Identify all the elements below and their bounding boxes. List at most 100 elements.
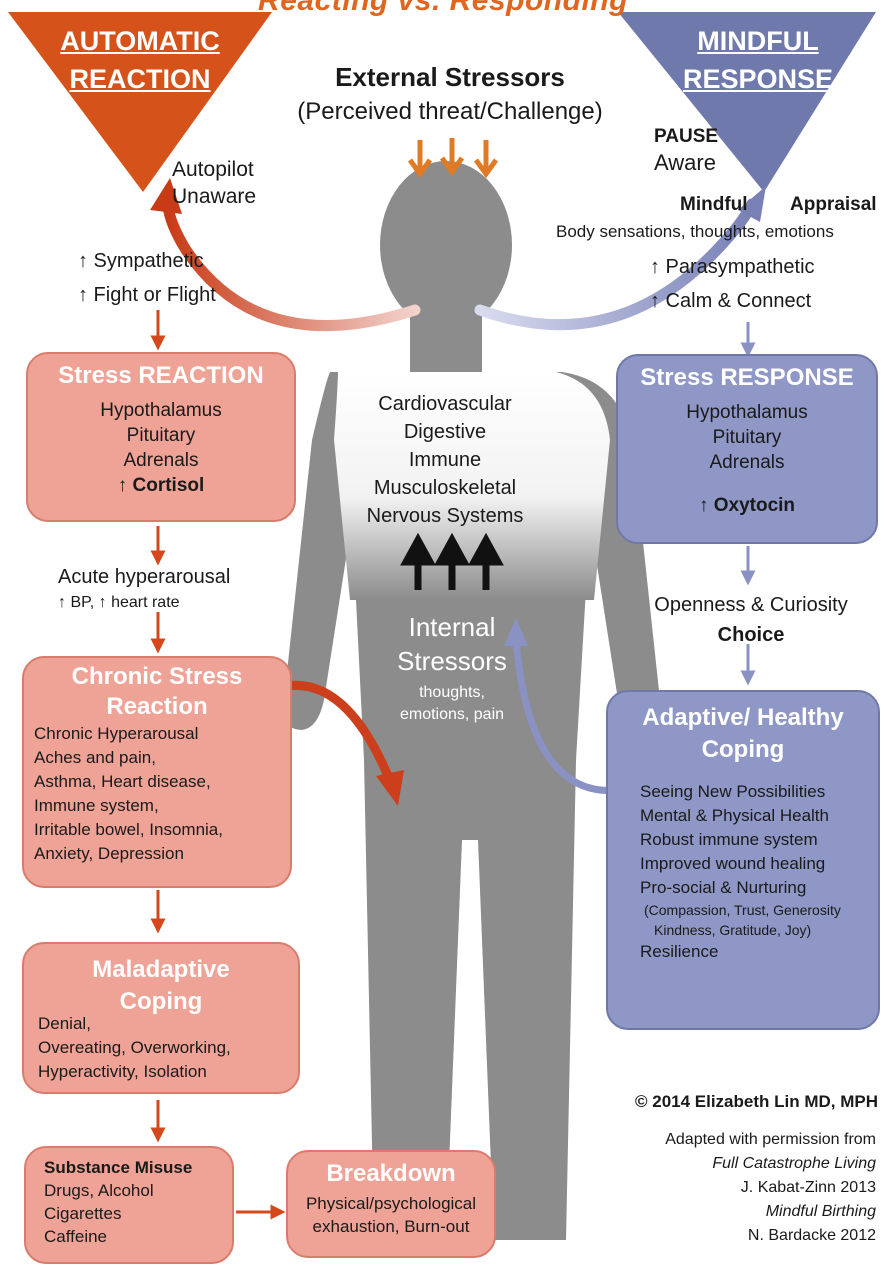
external-stressors-subtitle: (Perceived threat/Challenge) <box>297 98 603 125</box>
external-stressor-arrows <box>407 138 499 179</box>
credit-line-5: N. Bardacke 2012 <box>747 1227 876 1244</box>
reaction-hypothalamus: Hypothalamus <box>100 400 222 421</box>
mindful-label-line1: MINDFUL <box>697 26 819 56</box>
stress-reaction-box: Stress REACTION Hypothalamus Pituitary A… <box>26 352 296 522</box>
unaware-label: Unaware <box>172 185 257 208</box>
external-stressors-title: External Stressors <box>335 62 565 92</box>
adaptive-line-1: Seeing New Possibilities <box>640 782 826 801</box>
cortisol-label: ↑ Cortisol <box>117 475 205 496</box>
response-hypothalamus: Hypothalamus <box>686 402 808 423</box>
system-musculoskeletal: Musculoskeletal <box>373 477 517 499</box>
adaptive-line-2: Mental & Physical Health <box>640 806 829 825</box>
chronic-line-6: Anxiety, Depression <box>34 844 184 863</box>
automatic-label-line1: AUTOMATIC <box>60 26 220 56</box>
chronic-stress-box: Chronic Stress Reaction Chronic Hyperaro… <box>22 656 292 888</box>
sympathetic-text: ↑ Sympathetic <box>78 250 204 272</box>
adaptive-coping-box: Adaptive/ Healthy Coping Seeing New Poss… <box>606 690 880 1030</box>
response-adrenals: Adrenals <box>709 452 785 473</box>
adaptive-title-line1: Adaptive/ Healthy <box>642 704 844 731</box>
substance-misuse-title: Substance Misuse <box>44 1158 193 1177</box>
substance-line-1: Drugs, Alcohol <box>44 1181 154 1200</box>
adaptive-line-4: Improved wound healing <box>640 854 826 873</box>
reaction-pituitary: Pituitary <box>126 425 196 446</box>
substance-line-3: Caffeine <box>44 1227 108 1246</box>
body-systems-list: Cardiovascular Digestive Immune Musculos… <box>330 390 560 530</box>
reaction-adrenals: Adrenals <box>123 450 199 471</box>
breakdown-line-2: exhaustion, Burn-out <box>312 1217 470 1236</box>
reaction-sweep-arrow <box>162 200 421 332</box>
maladaptive-coping-box: Maladaptive Coping Denial, Overeating, O… <box>22 942 300 1094</box>
credit-line-3: J. Kabat-Zinn 2013 <box>740 1179 876 1196</box>
left-flow-arrows <box>150 310 286 1220</box>
parasympathetic-text: ↑ Parasympathetic <box>650 256 815 278</box>
adaptive-line-3: Robust immune system <box>640 830 818 849</box>
substance-line-2: Cigarettes <box>44 1204 122 1223</box>
response-sweep-arrow <box>474 198 758 331</box>
chronic-line-5: Irritable bowel, Insomnia, <box>34 820 223 839</box>
acute-hyperarousal-text: Acute hyperarousal <box>58 566 231 588</box>
adaptive-small-line-1: (Compassion, Trust, Generosity <box>644 902 841 918</box>
response-label-line2: RESPONSE <box>682 64 834 94</box>
chronic-line-3: Asthma, Heart disease, <box>34 772 211 791</box>
adaptive-small-line-2: Kindness, Gratitude, Joy) <box>654 922 812 938</box>
adaptive-sweep-arrowhead <box>504 618 528 646</box>
breakdown-box: Breakdown Physical/psychological exhaust… <box>286 1150 496 1258</box>
copyright-text: © 2014 Elizabeth Lin MD, MPH <box>634 1092 878 1111</box>
maladaptive-title-line1: Maladaptive <box>92 956 230 983</box>
chronic-line-2: Aches and pain, <box>34 748 156 767</box>
mindful-label: Mindful <box>680 194 748 215</box>
fight-or-flight-text: ↑ Fight or Flight <box>78 284 216 306</box>
credit-line-2: Full Catastrophe Living <box>712 1155 876 1172</box>
substance-misuse-box: Substance Misuse Drugs, Alcohol Cigarett… <box>24 1146 234 1264</box>
response-pituitary: Pituitary <box>712 427 782 448</box>
maladaptive-line-1: Denial, <box>38 1014 91 1033</box>
internal-sub-line1: thoughts, <box>419 684 485 701</box>
adaptive-sweep-arrow <box>512 636 624 795</box>
automatic-reaction-label: AUTOMATIC REACTION <box>8 22 272 98</box>
chronic-line-4: Immune system, <box>34 796 159 815</box>
adaptive-line-5: Pro-social & Nurturing <box>640 878 807 897</box>
adaptive-resilience: Resilience <box>640 942 719 961</box>
aware-label: Aware <box>654 150 716 175</box>
credit-line-1: Adapted with permission from <box>665 1131 876 1148</box>
maladaptive-title-line2: Coping <box>119 988 203 1015</box>
stress-response-title: Stress RESPONSE <box>640 364 854 391</box>
bp-heart-rate-text: ↑ BP, ↑ heart rate <box>58 594 180 611</box>
autopilot-text: Autopilot Unaware <box>172 156 256 210</box>
chronic-title-line1: Chronic Stress <box>71 663 243 690</box>
system-immune: Immune <box>408 449 482 471</box>
choice-text: Choice <box>717 624 785 646</box>
system-nervous: Nervous Systems <box>366 505 524 527</box>
internal-stressors-sub: thoughts, emotions, pain <box>372 682 532 726</box>
chronic-line-1: Chronic Hyperarousal <box>34 724 199 743</box>
page-title: Reacting vs. Responding <box>258 0 628 17</box>
stress-response-box: Stress RESPONSE Hypothalamus Pituitary A… <box>616 354 878 544</box>
internal-sub-line2: emotions, pain <box>399 706 505 723</box>
system-digestive: Digestive <box>403 421 487 443</box>
body-sensations-text: Body sensations, thoughts, emotions <box>556 222 834 241</box>
reaction-sweep-arrowhead <box>150 178 182 214</box>
reaction-label-line2: REACTION <box>69 64 211 94</box>
system-cardiovascular: Cardiovascular <box>378 393 512 415</box>
mindful-response-label: MINDFUL RESPONSE <box>640 22 876 98</box>
breakdown-title: Breakdown <box>326 1160 456 1187</box>
chronic-sweep-arrowhead <box>376 770 404 806</box>
autopilot-label: Autopilot <box>172 158 254 181</box>
calm-connect-text: ↑ Calm & Connect <box>650 290 812 312</box>
maladaptive-line-2: Overeating, Overworking, <box>38 1038 231 1057</box>
maladaptive-line-3: Hyperactivity, Isolation <box>38 1062 207 1081</box>
oxytocin-label: ↑ Oxytocin <box>698 495 796 516</box>
internal-label-line2: Stressors <box>397 646 507 676</box>
torso-highlight <box>334 372 610 600</box>
stress-reaction-title: Stress REACTION <box>58 362 264 389</box>
openness-curiosity-text: Openness & Curiosity <box>654 594 848 616</box>
response-sweep-arrowhead <box>738 186 766 222</box>
chronic-title-line2: Reaction <box>106 693 208 720</box>
credit-line-4: Mindful Birthing <box>765 1203 876 1220</box>
pause-label: PAUSE <box>654 126 719 147</box>
internal-stressors-label: Internal Stressors <box>372 610 532 678</box>
credits-block: Adapted with permission from Full Catast… <box>600 1128 876 1248</box>
adaptive-title-line2: Coping <box>701 736 785 763</box>
internal-stressor-arrows <box>400 532 504 590</box>
